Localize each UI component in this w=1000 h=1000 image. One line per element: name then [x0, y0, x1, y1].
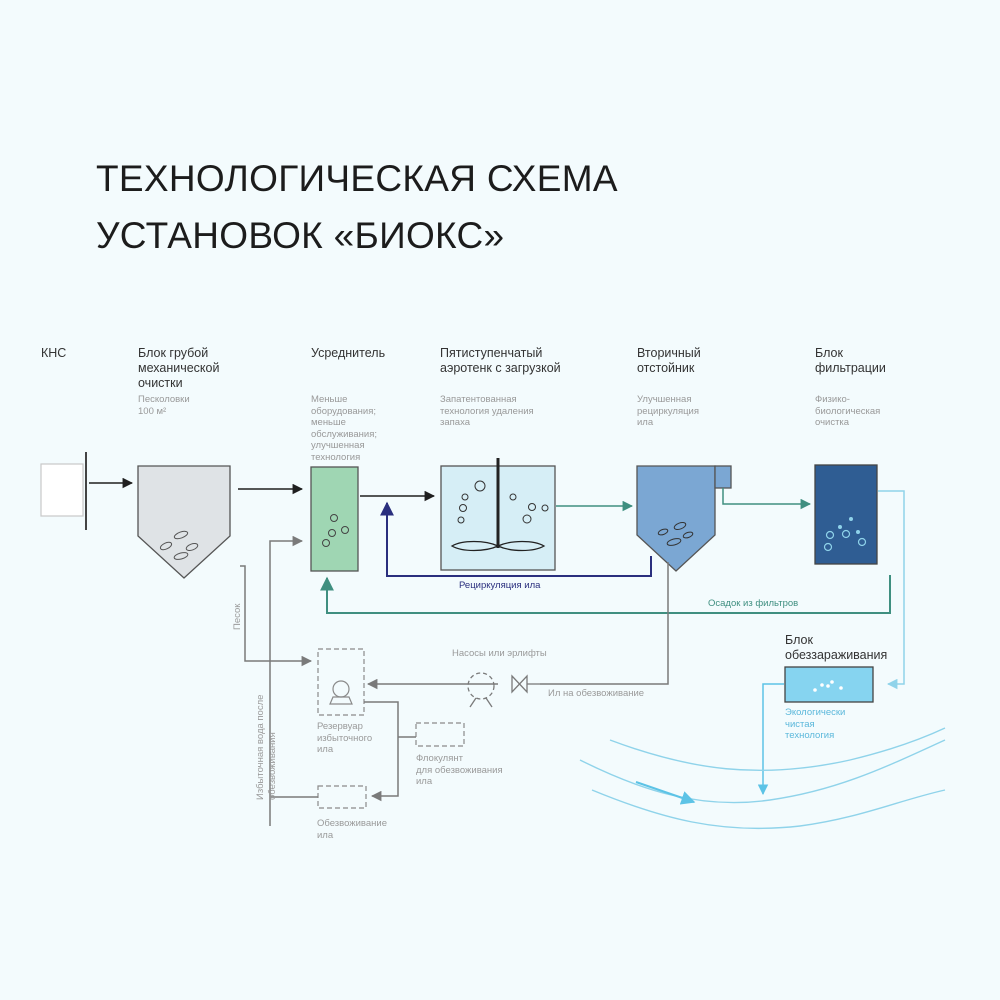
equalizer-tank	[310, 466, 359, 572]
mech-label: Блок грубой механической очистки	[138, 346, 220, 390]
mech-tank	[137, 465, 231, 579]
river	[579, 727, 946, 830]
arrow-disinfection-to-river	[757, 683, 784, 796]
equalizer-note: Меньше оборудования; меньше обслуживания…	[311, 394, 377, 463]
dewatering-label: Обезвоживание ила	[317, 818, 387, 841]
equalizer-label: Усреднитель	[311, 346, 386, 360]
dewatering-box	[317, 785, 367, 809]
mech-note: Песколовки 100 м²	[138, 394, 190, 417]
flocculant-line	[364, 701, 399, 802]
flocculant-box	[415, 722, 465, 747]
recirculation-label: Рециркуляция ила	[459, 580, 541, 591]
disinfection-block	[784, 666, 874, 703]
filter-sediment-line	[320, 575, 891, 614]
aerotank-note: Запатентованная технология удаления запа…	[440, 394, 534, 428]
filtration-label: Блок фильтрации	[815, 346, 886, 375]
kns-unit	[40, 452, 87, 530]
flocculant-label: Флокулянт для обезвоживания ила	[416, 753, 503, 787]
filtration-block	[814, 464, 878, 565]
sand-line	[240, 565, 313, 667]
sand-label: Песок	[232, 603, 243, 630]
disinfection-label: Блок обеззараживания	[785, 633, 888, 662]
arrow-filtration-to-disinfection	[878, 490, 905, 690]
pump-icon	[467, 672, 495, 708]
aerotank-label: Пятиступенчатый аэротенк с загрузкой	[440, 346, 561, 375]
filtration-note: Физико- биологическая очистка	[815, 394, 881, 428]
reservoir-label: Резервуар избыточного ила	[317, 721, 373, 755]
secondary-label: Вторичный отстойник	[637, 346, 701, 375]
sludge-dewatering-label: Ил на обезвоживание	[548, 688, 645, 699]
sludge-line	[540, 562, 669, 685]
excess-water-label: Избыточная вода после обезвоживания	[255, 694, 278, 800]
valve-icon	[511, 674, 540, 694]
secondary-note: Улучшенная рециркуляция ила	[637, 394, 699, 428]
river-flow-arrow	[635, 781, 696, 805]
arrow-secondary-to-filtration	[722, 488, 812, 510]
aerotank	[440, 458, 556, 571]
title-line-1: ТЕХНОЛОГИЧЕСКАЯ СХЕМА	[96, 158, 618, 199]
page-title: ТЕХНОЛОГИЧЕСКАЯ СХЕМА УСТАНОВОК «БИОКС»	[96, 150, 618, 264]
disinfection-note: Экологически чистая технология	[785, 707, 846, 741]
pumps-label: Насосы или эрлифты	[452, 648, 547, 659]
kns-label: КНС	[41, 346, 67, 360]
recirculation-line	[380, 501, 652, 577]
secondary-settler	[636, 465, 732, 572]
title-line-2: УСТАНОВОК «БИОКС»	[96, 215, 505, 256]
reservoir-box	[317, 648, 365, 716]
excess-water-line	[269, 535, 304, 826]
filter-sediment-label: Осадок из фильтров	[708, 598, 799, 609]
